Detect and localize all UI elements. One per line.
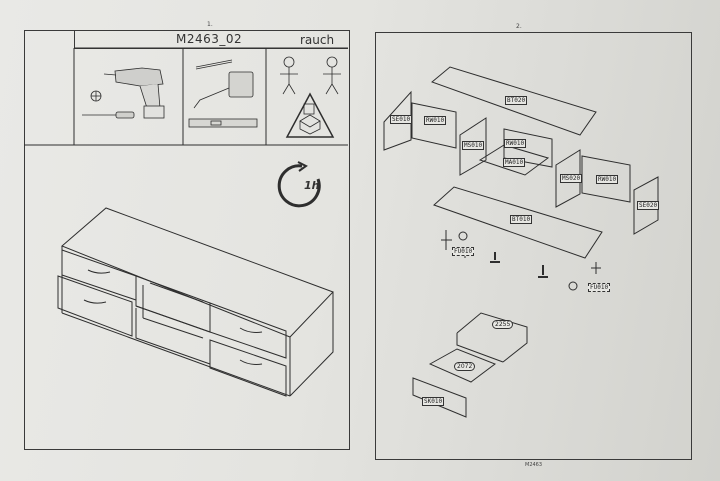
part-label-fu010-right: FU010 xyxy=(588,283,611,292)
page-2-footer: M2463 xyxy=(525,462,543,468)
brand-logo: rauch xyxy=(300,33,335,47)
part-label-ma010: MA010 xyxy=(503,158,526,167)
page-2-number: 2. xyxy=(516,23,522,30)
measuring-tools-icon xyxy=(188,59,258,128)
page-1-number: 1. xyxy=(207,21,213,28)
part-label-rw010-center: RW010 xyxy=(504,139,527,148)
part-label-sk010: SK010 xyxy=(422,397,445,406)
part-label-bt020: BT020 xyxy=(505,96,528,105)
page-1-frame xyxy=(24,30,350,450)
drawer-part-2255: 2255 xyxy=(492,320,514,329)
model-number: M2463_02 xyxy=(176,32,243,46)
tv-unit-drawing xyxy=(57,207,334,397)
part-label-se020: SE020 xyxy=(637,201,660,210)
drill-icon xyxy=(82,67,165,119)
part-label-rw010-right: RW010 xyxy=(596,175,619,184)
time-clock-icon xyxy=(277,161,321,208)
drawer-part-2072: 2072 xyxy=(454,362,476,371)
part-label-ms020: MS020 xyxy=(560,174,583,183)
part-label-ms010: MS010 xyxy=(462,141,485,150)
part-label-se010: SE010 xyxy=(390,115,413,124)
page-2-frame xyxy=(375,32,692,460)
assembly-time: 1h xyxy=(304,179,320,192)
exploded-view-drawing xyxy=(383,66,659,418)
part-label-fu010-left: FU010 xyxy=(452,247,475,256)
part-label-bt010: BT010 xyxy=(510,215,533,224)
two-person-icon xyxy=(280,56,341,138)
part-label-rw010-left: RW010 xyxy=(424,116,447,125)
